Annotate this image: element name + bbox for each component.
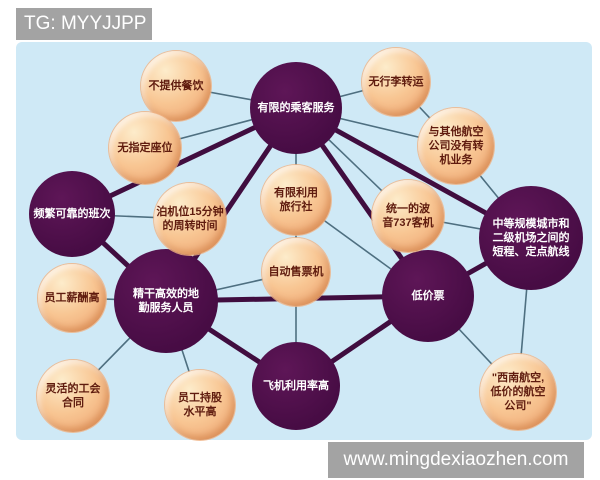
node-no-seat-assignments: 无指定座位 xyxy=(109,112,181,184)
node-limited-passenger-service: 有限的乘客服务 xyxy=(250,62,342,154)
node-low-ticket-prices: 低价票 xyxy=(382,250,474,342)
node-flexible-union-contracts: 灵活的工会 合同 xyxy=(37,360,109,432)
node-southwest-low-fare-airline: "西南航空, 低价的航空 公司" xyxy=(480,354,556,430)
node-fifteen-minute-turnarounds: 泊机位15分钟 的周转时间 xyxy=(154,183,226,255)
node-high-aircraft-utilization: 飞机利用率高 xyxy=(252,342,340,430)
node-no-interline-transfers: 与其他航空 公司没有转 机业务 xyxy=(418,108,494,184)
node-limited-travel-agents: 有限利用 旅行社 xyxy=(261,165,331,235)
node-no-baggage-transfers: 无行李转运 xyxy=(362,48,430,116)
node-high-employee-stock-ownership: 员工持股 水平高 xyxy=(165,370,235,440)
node-high-employee-pay: 员工薪酬高 xyxy=(38,264,106,332)
node-short-haul-routes: 中等规模城市和 二级机场之间的 短程、定点航线 xyxy=(479,186,583,290)
node-no-meals: 不提供餐饮 xyxy=(141,51,211,121)
node-standardized-737-fleet: 统一的波 音737客机 xyxy=(372,180,444,252)
watermark-top-text: TG: MYYJJPP xyxy=(24,13,147,34)
watermark-bottom-text: www.mingdexiaozhen.com xyxy=(343,449,569,470)
node-lean-ground-crews: 精干高效的地 勤服务人员 xyxy=(114,249,218,353)
watermark-top-banner: TG: MYYJJPP xyxy=(16,8,152,40)
node-frequent-reliable-departures: 频繁可靠的班次 xyxy=(29,171,115,257)
node-automatic-ticketing-machines: 自动售票机 xyxy=(262,238,330,306)
watermark-bottom-banner: www.mingdexiaozhen.com xyxy=(328,442,584,478)
